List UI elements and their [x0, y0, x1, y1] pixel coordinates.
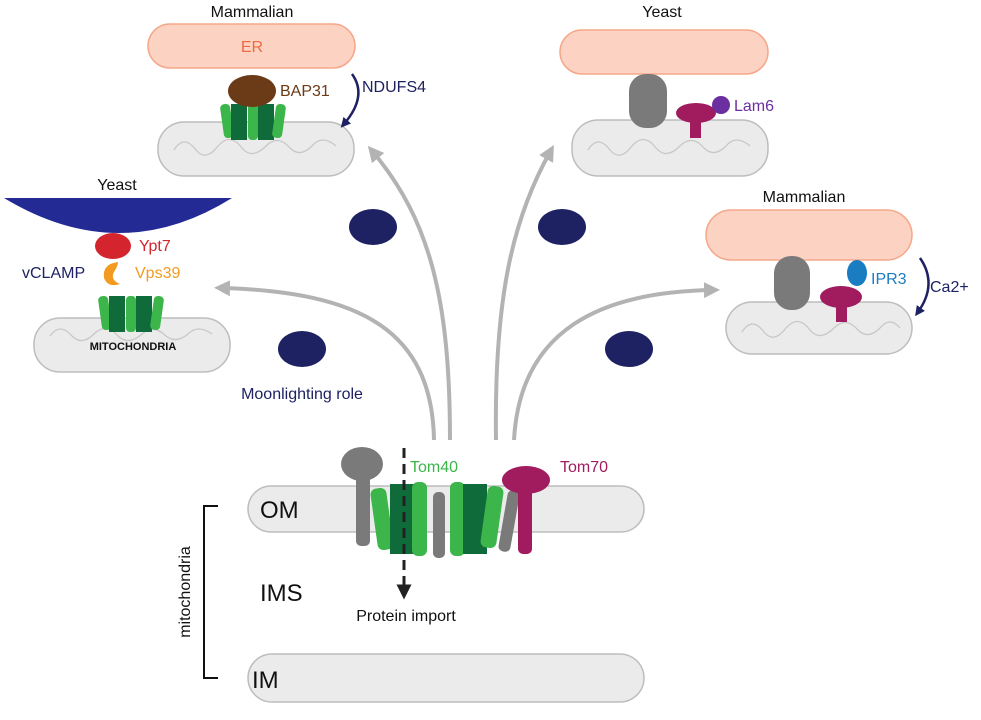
ipr3-label: IPR3: [871, 271, 907, 288]
vps39-protein: [103, 262, 120, 286]
moonlighting-arrows: [214, 145, 720, 441]
gray-receptor: [341, 447, 383, 546]
vclamp-label: vCLAMP: [22, 265, 85, 282]
vacuole: [4, 198, 232, 233]
organism-label: Yeast: [642, 4, 682, 21]
mitochondria-bracket: [203, 505, 218, 679]
im-label: IM: [252, 667, 279, 694]
ndufs4-arrow: [340, 73, 360, 128]
tom70-protein: [676, 103, 716, 138]
bap31-label: BAP31: [280, 83, 330, 100]
mitochondria-label: MITOCHONDRIA: [90, 341, 177, 353]
organism-label: Mammalian: [211, 4, 294, 21]
tom40-complex: [98, 295, 164, 332]
panel-yeast-vclamp: Yeast Ypt7 Vps39 vCLAMP MITOCHONDRIA: [4, 177, 232, 373]
moonlighting-dot: [538, 209, 586, 245]
arrow-to-bap31: [367, 145, 452, 441]
er-membrane: [559, 29, 769, 75]
om-label: OM: [260, 497, 299, 524]
er-membrane: [147, 23, 356, 69]
arrow-to-ipr3: [512, 282, 720, 441]
tom70-receptor: [502, 466, 550, 554]
gray-protein: [774, 256, 810, 310]
ims-label: IMS: [260, 580, 303, 607]
tom40-label: Tom40: [410, 459, 458, 476]
inner-membrane: [247, 653, 645, 703]
ndufs4-label: NDUFS4: [362, 79, 426, 96]
vps39-label: Vps39: [135, 265, 180, 282]
tom70-protein: [820, 286, 862, 322]
mitochondrion: [725, 301, 913, 355]
bap31-protein: [228, 75, 276, 107]
tom40-complex: [220, 103, 286, 140]
ca-label: Ca2+: [930, 279, 969, 296]
arrow-to-lam6: [493, 145, 554, 441]
arrow-to-vclamp: [214, 280, 436, 441]
panel-mammalian-bap31: Mammalian ER BAP31 NDUFS4: [147, 4, 426, 177]
tom-complex: [341, 447, 550, 558]
mitochondrion: [571, 119, 769, 177]
moonlighting-dot: [605, 331, 653, 367]
protein-import-label: Protein import: [356, 608, 456, 625]
lam6-label: Lam6: [734, 98, 774, 115]
tom70-label: Tom70: [560, 459, 608, 476]
lam6-protein: [712, 96, 730, 114]
er-label: ER: [241, 39, 263, 56]
organism-label: Yeast: [97, 177, 137, 194]
moonlighting-label: Moonlighting role: [241, 386, 363, 403]
panel-mammalian-ipr3: Mammalian IPR3 Ca2+: [705, 189, 969, 355]
moonlighting-dot: [349, 209, 397, 245]
ypt7-label: Ypt7: [139, 238, 171, 255]
organism-label: Mammalian: [763, 189, 846, 206]
ipr3-protein: [847, 260, 867, 286]
mitochondrion: [33, 317, 231, 373]
gray-protein: [629, 74, 667, 128]
panel-yeast-lam6: Yeast Lam6: [559, 4, 774, 177]
moonlighting-dot: [278, 331, 326, 367]
er-membrane: [705, 209, 913, 261]
ca-arrow: [915, 257, 930, 317]
mitochondria-bracket-label: mitochondria: [177, 546, 194, 638]
outer-membrane: [247, 485, 645, 533]
ypt7-protein: [95, 233, 131, 259]
